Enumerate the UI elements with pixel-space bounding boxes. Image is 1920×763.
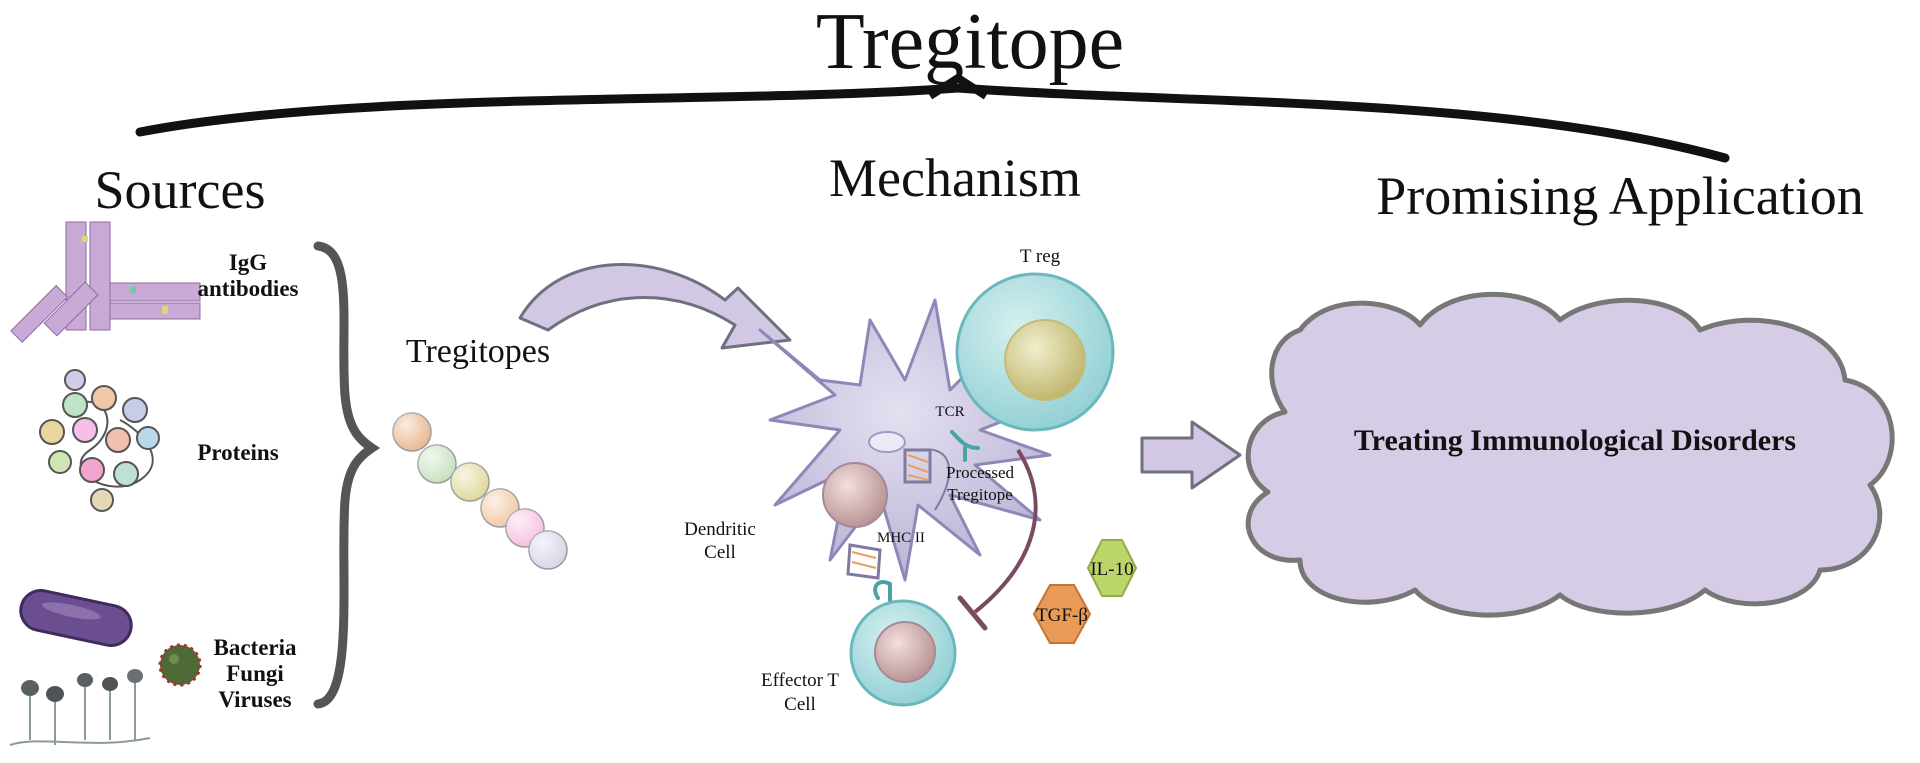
bacteria-label: Bacteria bbox=[213, 635, 297, 660]
fungi-icon bbox=[9, 669, 151, 746]
tcr-label: TCR bbox=[935, 404, 964, 420]
tgfb-hexagon bbox=[1032, 584, 1092, 644]
sources-heading: Sources bbox=[95, 160, 266, 220]
application-heading: Promising Application bbox=[1376, 166, 1864, 226]
application-cloud bbox=[1245, 291, 1895, 618]
virus-icon bbox=[158, 643, 202, 687]
inhibition-bar bbox=[957, 595, 988, 631]
top-brace bbox=[135, 83, 1730, 163]
treg-cell-nucleus bbox=[1004, 319, 1086, 401]
effector-tcr-receptor bbox=[873, 579, 892, 602]
tregitope-bead-chain bbox=[392, 412, 568, 570]
igg-label-line2: antibodies bbox=[198, 276, 299, 301]
dendritic-cell-nucleus bbox=[822, 462, 888, 528]
dendritic-label-line2: Cell bbox=[704, 542, 736, 563]
effector-label-line2: Cell bbox=[784, 694, 816, 715]
tregitopes-label: Tregitopes bbox=[406, 333, 550, 370]
effector-label-line1: Effector T bbox=[761, 670, 839, 691]
sources-brace bbox=[313, 241, 381, 709]
il10-label: IL-10 bbox=[1090, 559, 1133, 580]
tgfb-label: TGF-β bbox=[1036, 605, 1088, 626]
igg-label-line1: IgG bbox=[229, 250, 267, 275]
application-text: Treating Immunological Disorders bbox=[1354, 424, 1796, 457]
tcr-receptor-icon bbox=[950, 430, 980, 462]
top-brace-tip bbox=[927, 74, 989, 100]
treg-label: T reg bbox=[1020, 246, 1061, 267]
proteins-label: Proteins bbox=[197, 440, 278, 465]
mhc-ii-complex bbox=[846, 543, 882, 580]
il10-hexagon bbox=[1086, 539, 1138, 597]
mechanism-heading: Mechanism bbox=[829, 148, 1081, 208]
protein-network-icon bbox=[39, 369, 160, 512]
mhc-complex-top bbox=[903, 448, 932, 484]
processed-tregitope-line2: Tregitope bbox=[947, 485, 1013, 504]
application-arrow bbox=[1140, 420, 1242, 490]
dendritic-cell-vesicle bbox=[868, 431, 906, 453]
dendritic-label-line1: Dendritic bbox=[684, 519, 756, 540]
mhc-ii-label: MHC II bbox=[877, 530, 925, 546]
diagram-title: Tregitope bbox=[816, 0, 1124, 86]
bacterium-icon bbox=[19, 589, 133, 647]
inhibition-line bbox=[973, 448, 1038, 614]
igg-antibody-icon bbox=[10, 221, 201, 343]
curved-arrow bbox=[518, 263, 792, 350]
effector-t-cell-nucleus bbox=[874, 621, 936, 683]
fungi-label: Fungi bbox=[226, 661, 284, 686]
processed-tregitope-line1: Processed bbox=[946, 463, 1014, 482]
viruses-label: Viruses bbox=[218, 687, 291, 712]
